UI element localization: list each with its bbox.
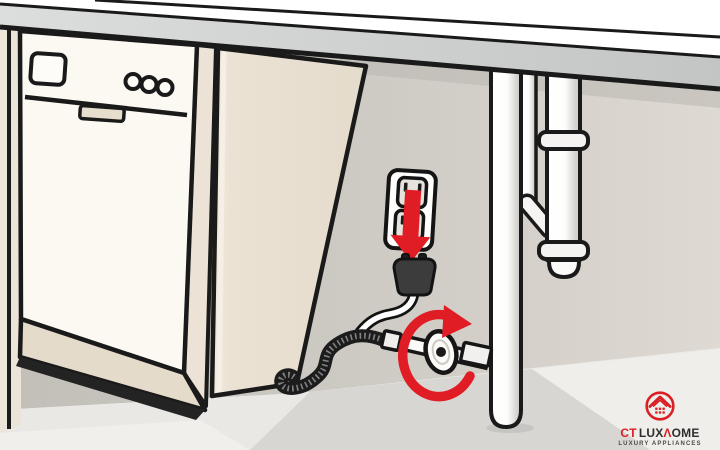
valve-knob-center — [436, 347, 446, 357]
valve-fitting-right — [459, 340, 494, 369]
brand-mid: LUX — [638, 426, 664, 440]
valve-knob-ring — [431, 339, 451, 365]
valve-fitting-left — [379, 329, 403, 353]
unplug-arrow-head — [390, 234, 431, 263]
door-handle — [78, 103, 126, 124]
counter-edge-top-line — [0, 2, 720, 59]
power-button-1 — [123, 72, 143, 91]
cabinet-panel-highlight — [216, 51, 227, 393]
logo-roof-inner — [652, 399, 668, 408]
drain-coupling-lower — [537, 240, 590, 261]
floor-light-front — [532, 349, 720, 450]
left-cabinet-strip — [0, 29, 21, 433]
unplug-arrow-icon — [390, 189, 431, 263]
power-button-3 — [155, 78, 175, 97]
outlet-slot — [403, 182, 408, 192]
counter-edge-band — [0, 5, 720, 88]
logo-windows — [655, 407, 665, 414]
countertop — [0, 0, 720, 92]
brand-prefix: CT — [620, 426, 637, 440]
logo-ring — [645, 391, 675, 421]
drain-pipe — [545, 70, 582, 262]
valve-rotate-arrow-icon — [398, 305, 475, 402]
floor-light-left — [0, 420, 250, 450]
drain-hose-braid-texture — [277, 332, 394, 392]
brand-tagline: LUXURY APPLIANCES — [618, 441, 702, 447]
drain-coupling-upper — [537, 130, 590, 151]
wall-outlet — [383, 168, 438, 263]
outlet-slot — [417, 183, 422, 193]
floor-shadow-band — [250, 369, 650, 450]
rotate-arrow-head — [442, 305, 472, 338]
logo-roof — [648, 395, 672, 408]
floor — [0, 348, 720, 450]
house-ring-icon — [645, 391, 675, 421]
rotate-arrow-arc — [398, 309, 475, 402]
brand-suffix: OME — [671, 426, 700, 440]
dishwasher-floor-shadow — [16, 357, 205, 420]
power-cord — [354, 286, 420, 338]
brand-stylized-h: Λ — [663, 426, 672, 440]
control-display — [28, 51, 68, 87]
counter-edge-bottom-line — [0, 24, 720, 92]
dishwasher — [16, 28, 218, 420]
drain-hose — [274, 329, 399, 395]
power-plug — [392, 253, 437, 297]
unplug-arrow-shaft — [402, 189, 422, 239]
counter-back-edge-line — [94, 0, 720, 39]
plug-body — [392, 257, 437, 297]
counter-leg-pipe — [489, 68, 523, 429]
drain-hose-body — [274, 329, 399, 395]
power-cord-inner — [357, 289, 417, 335]
power-button-2 — [139, 75, 159, 94]
